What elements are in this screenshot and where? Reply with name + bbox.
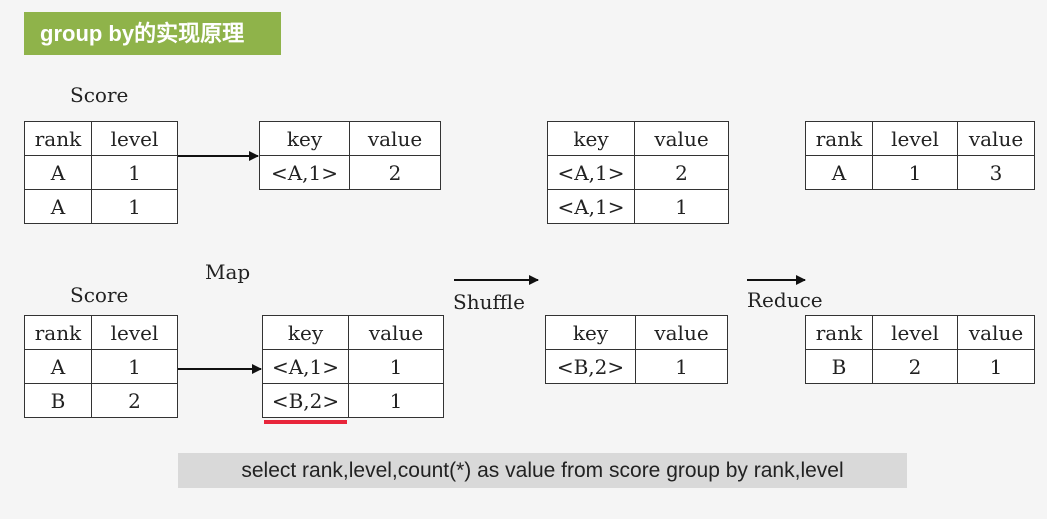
table-cell: 2 bbox=[349, 155, 441, 190]
header-cell: value bbox=[348, 315, 444, 350]
header-cell: key bbox=[547, 121, 635, 156]
header-cell: value bbox=[635, 315, 728, 350]
table-cell: <A,1> bbox=[262, 349, 349, 384]
table-cell: <A,1> bbox=[259, 155, 350, 190]
score-label-top: Score bbox=[70, 83, 129, 107]
shuffle-label: Shuffle bbox=[453, 290, 525, 314]
header-cell: rank bbox=[805, 315, 873, 350]
map-label: Map bbox=[205, 260, 251, 284]
table-cell: A bbox=[805, 155, 873, 190]
header-cell: level bbox=[872, 121, 958, 156]
table-cell: <A,1> bbox=[547, 155, 635, 190]
table-cell: 2 bbox=[872, 349, 958, 384]
highlighted-key-cell: <B,2> bbox=[262, 383, 349, 418]
table-cell: 2 bbox=[91, 383, 178, 418]
table-cell: A bbox=[24, 349, 92, 384]
reduce-table-top: rank level value A 1 3 bbox=[805, 121, 1035, 190]
header-cell: key bbox=[545, 315, 636, 350]
table-cell: 1 bbox=[348, 383, 444, 418]
shuffle-table-bottom: key value <B,2> 1 bbox=[545, 315, 728, 384]
table-cell: 3 bbox=[957, 155, 1035, 190]
table-cell: 1 bbox=[91, 155, 178, 190]
table-cell: B bbox=[24, 383, 92, 418]
table-cell: 1 bbox=[872, 155, 958, 190]
table-cell: 1 bbox=[91, 189, 178, 224]
map-table-top: key value <A,1> 2 bbox=[259, 121, 441, 190]
reduce-label: Reduce bbox=[747, 288, 823, 312]
header-cell: rank bbox=[805, 121, 873, 156]
input-table-bottom: rank level A 1 B 2 bbox=[24, 315, 178, 418]
table-cell: <A,1> bbox=[547, 189, 635, 224]
table-cell: 1 bbox=[634, 189, 729, 224]
header-cell: value bbox=[957, 315, 1035, 350]
table-cell: A bbox=[24, 189, 92, 224]
reduce-table-bottom: rank level value B 2 1 bbox=[805, 315, 1035, 384]
table-cell: 1 bbox=[635, 349, 728, 384]
header-cell: level bbox=[91, 315, 178, 350]
table-cell: 1 bbox=[348, 349, 444, 384]
table-cell: 1 bbox=[91, 349, 178, 384]
sql-statement: select rank,level,count(*) as value from… bbox=[178, 453, 907, 488]
table-cell: 1 bbox=[957, 349, 1035, 384]
shuffle-table-top: key value <A,1> 2 <A,1> 1 bbox=[547, 121, 729, 224]
header-cell: level bbox=[872, 315, 958, 350]
input-table-top: rank level A 1 A 1 bbox=[24, 121, 178, 224]
header-cell: key bbox=[262, 315, 349, 350]
header-cell: level bbox=[91, 121, 178, 156]
table-cell: B bbox=[805, 349, 873, 384]
slide-title: group by的实现原理 bbox=[24, 12, 281, 55]
header-cell: value bbox=[349, 121, 441, 156]
map-table-bottom: key value <A,1> 1 <B,2> 1 bbox=[262, 315, 444, 418]
score-label-bottom: Score bbox=[70, 283, 129, 307]
header-cell: rank bbox=[24, 315, 92, 350]
